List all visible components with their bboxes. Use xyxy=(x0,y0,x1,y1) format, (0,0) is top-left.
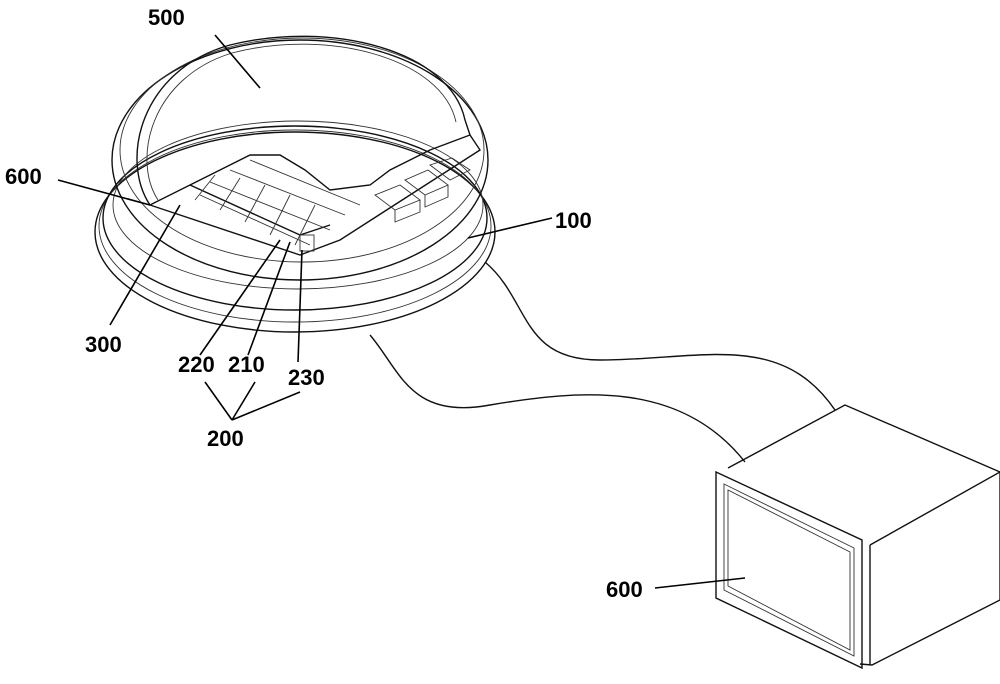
label-210: 210 xyxy=(228,352,265,377)
leader-lines xyxy=(58,35,745,588)
label-200: 200 xyxy=(207,426,244,451)
label-500: 500 xyxy=(148,5,185,30)
label-600-panel: 600 xyxy=(5,164,42,189)
cables xyxy=(370,262,835,462)
label-600-box: 600 xyxy=(606,577,643,602)
base-100 xyxy=(95,38,495,332)
label-100: 100 xyxy=(555,208,592,233)
label-300: 300 xyxy=(85,332,122,357)
label-220: 220 xyxy=(178,352,215,377)
label-230: 230 xyxy=(288,365,325,390)
display-box-600 xyxy=(716,405,1000,668)
